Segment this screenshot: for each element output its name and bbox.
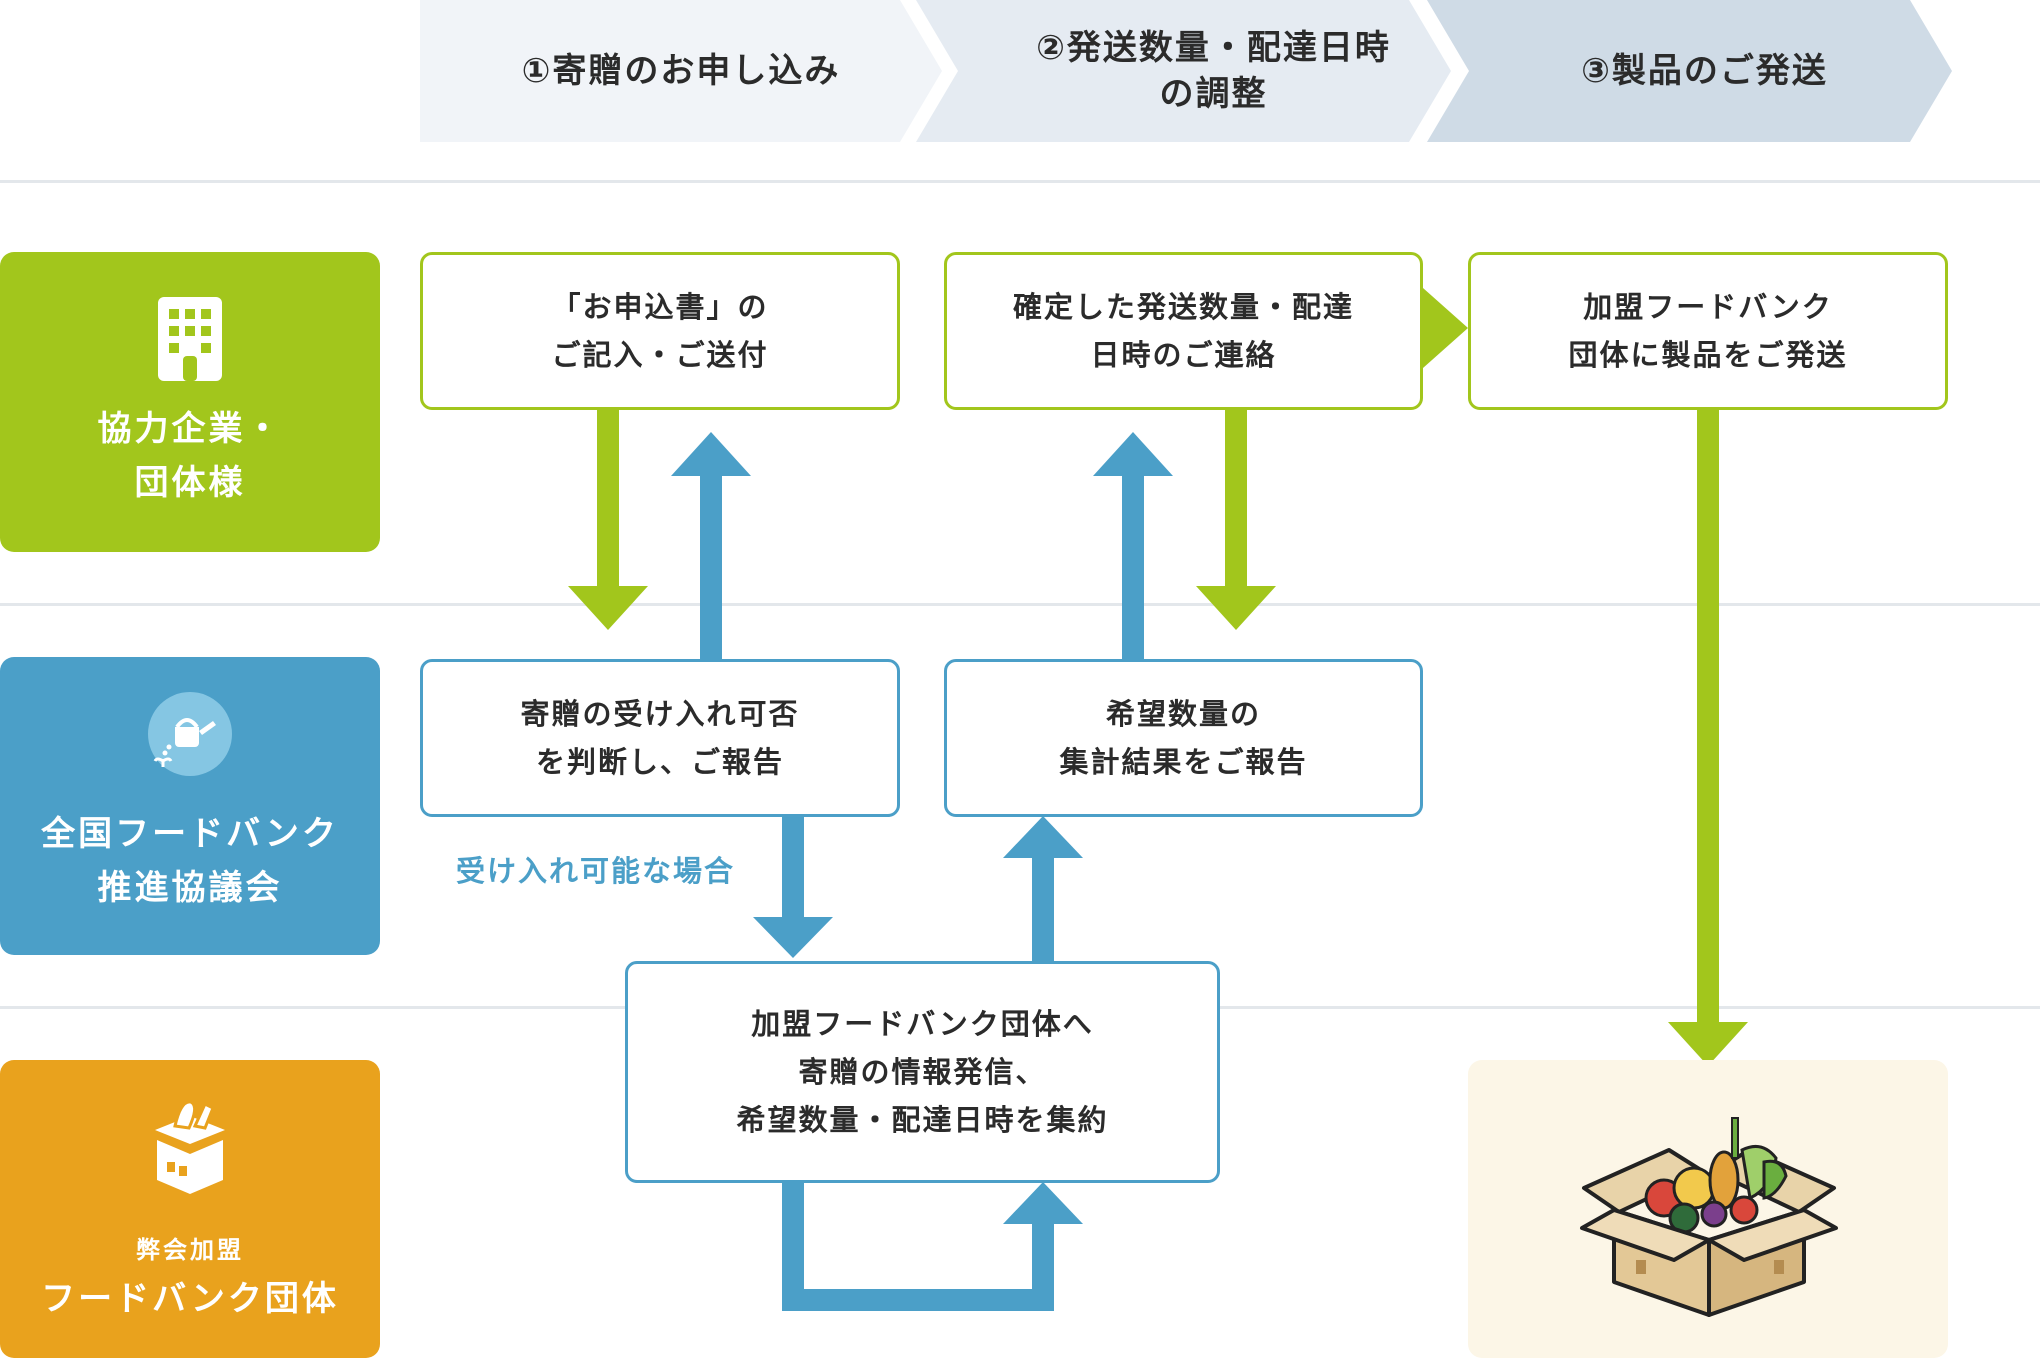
role-company-line1: 協力企業・ bbox=[97, 409, 283, 449]
role-member-label: 弊会加盟 フードバンク団体 bbox=[0, 1060, 380, 1358]
role-member-line2: フードバンク団体 bbox=[41, 1279, 339, 1319]
box-judge: 寄贈の受け入れ可否を判断し、ご報告 bbox=[420, 659, 900, 817]
step-1-label: ①寄贈のお申し込み bbox=[521, 51, 841, 91]
box-confirm: 確定した発送数量・配達日時のご連絡 bbox=[944, 252, 1423, 410]
box-distribute-line2: 寄贈の情報発信、 bbox=[798, 1055, 1047, 1089]
step-2-text: ②発送数量・配達日時 の調整 bbox=[1006, 25, 1391, 117]
food-box-icon bbox=[155, 1100, 225, 1194]
box-judge-line1: 寄贈の受け入れ可否 bbox=[520, 697, 800, 731]
box-report-line2: 集計結果をご報告 bbox=[1059, 745, 1308, 779]
role-member-line1: 弊会加盟 bbox=[136, 1236, 244, 1264]
step-2-label-line1: ②発送数量・配達日時 bbox=[1036, 28, 1391, 68]
box-report: 希望数量の集計結果をご報告 bbox=[944, 659, 1423, 817]
step-3-label: ③製品のご発送 bbox=[1581, 51, 1828, 91]
arrow-confirm-to-ship bbox=[1423, 288, 1468, 368]
box-confirm-line2: 日時のご連絡 bbox=[1090, 338, 1277, 372]
step-3-chevron: ③製品のご発送 bbox=[1427, 0, 1952, 142]
box-application-line2: ご記入・ご送付 bbox=[551, 338, 769, 372]
building-icon bbox=[158, 297, 222, 381]
delivered-produce-panel bbox=[1468, 1060, 1948, 1358]
row-divider bbox=[0, 180, 2040, 183]
box-confirm-line1: 確定した発送数量・配達 bbox=[1012, 290, 1354, 324]
arrow-confirm-to-report bbox=[1196, 410, 1276, 630]
arrow-application-to-judge bbox=[568, 410, 648, 630]
box-judge-line2: を判断し、ご報告 bbox=[535, 745, 784, 779]
arrow-distribute-loop bbox=[782, 1180, 1083, 1311]
box-distribute-line3: 希望数量・配達日時を集約 bbox=[736, 1103, 1109, 1137]
arrow-report-to-confirm bbox=[1093, 432, 1173, 662]
row-divider bbox=[0, 603, 2040, 606]
accept-condition-note: 受け入れ可能な場合 bbox=[456, 854, 736, 888]
arrow-distribute-to-report bbox=[1003, 816, 1083, 964]
arrow-ship-to-result bbox=[1668, 410, 1748, 1066]
step-2-label-line2: の調整 bbox=[1159, 74, 1268, 114]
box-application: 「お申込書」のご記入・ご送付 bbox=[420, 252, 900, 410]
box-ship-line2: 団体に製品をご発送 bbox=[1568, 338, 1848, 372]
arrow-judge-to-distribute bbox=[753, 815, 833, 958]
box-ship: 加盟フードバンク団体に製品をご発送 bbox=[1468, 252, 1948, 410]
box-distribute-line1: 加盟フードバンク団体へ bbox=[751, 1007, 1094, 1041]
produce-box-icon bbox=[1580, 1117, 1838, 1317]
step-1-chevron: ①寄贈のお申し込み bbox=[420, 0, 942, 142]
role-council-text: 全国フードバンク 推進協議会 bbox=[0, 807, 380, 915]
role-company-text: 協力企業・ 団体様 bbox=[0, 402, 380, 510]
role-council-line2: 推進協議会 bbox=[97, 868, 283, 908]
arrow-judge-to-application bbox=[671, 432, 751, 662]
role-council-line1: 全国フードバンク bbox=[41, 814, 339, 854]
box-application-line1: 「お申込書」の bbox=[551, 290, 769, 324]
role-council-label: 全国フードバンク 推進協議会 bbox=[0, 657, 380, 955]
role-company-line2: 団体様 bbox=[134, 463, 246, 503]
box-report-line1: 希望数量の bbox=[1105, 697, 1261, 731]
box-distribute: 加盟フードバンク団体へ寄贈の情報発信、希望数量・配達日時を集約 bbox=[625, 961, 1220, 1183]
watering-can-icon bbox=[148, 692, 232, 776]
box-ship-line1: 加盟フードバンク bbox=[1583, 290, 1833, 324]
step-2-chevron: ②発送数量・配達日時 の調整 bbox=[916, 0, 1451, 142]
role-company-label: 協力企業・ 団体様 bbox=[0, 252, 380, 552]
